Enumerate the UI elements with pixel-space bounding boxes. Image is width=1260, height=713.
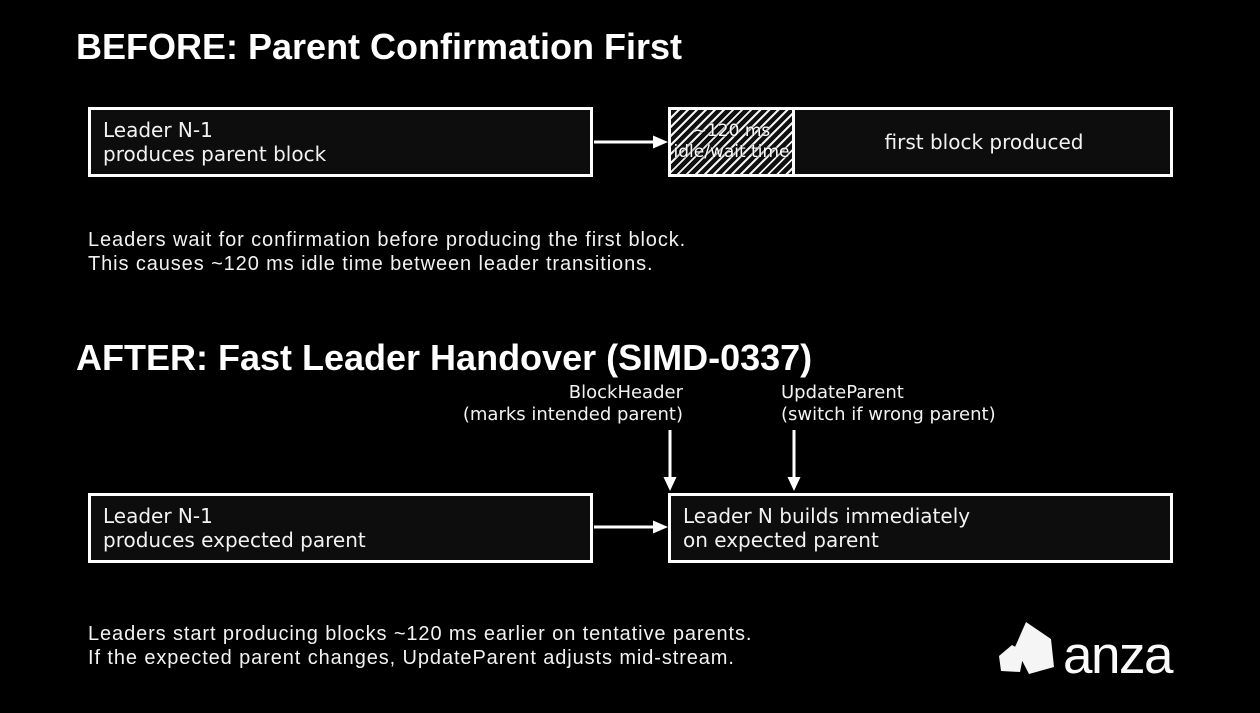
- blockheader-annotation-name: BlockHeader: [568, 382, 683, 403]
- before-caption-line1: Leaders wait for confirmation before pro…: [88, 229, 687, 251]
- before-flow-arrowhead-icon: [653, 135, 668, 149]
- after-leader-line1: Leader N-1: [103, 504, 213, 528]
- blockheader-annotation-desc: (marks intended parent): [462, 404, 683, 425]
- before-caption-line2: This causes ~120 ms idle time between le…: [88, 253, 654, 275]
- idle-time-line1: ~120 ms: [692, 121, 771, 141]
- anza-wordmark: anza: [1063, 626, 1173, 685]
- blockheader-annotation: BlockHeader (marks intended parent): [463, 382, 683, 426]
- before-title: BEFORE: Parent Confirmation First: [76, 26, 683, 67]
- anza-logo-icon: [999, 622, 1054, 674]
- before-caption: Leaders wait for confirmation before pro…: [88, 228, 686, 276]
- updateparent-annotation-name: UpdateParent: [781, 382, 904, 403]
- after-builder-line2: on expected parent: [683, 528, 879, 552]
- after-leader-box: Leader N-1 produces expected parent: [88, 493, 593, 563]
- updateparent-pointer-arrowhead-icon: [787, 477, 801, 491]
- before-leader-line2: produces parent block: [103, 142, 327, 166]
- first-block-produced-segment: first block produced: [798, 110, 1170, 174]
- idle-time-line2: idle/wait time: [673, 142, 790, 162]
- idle-wait-hatched-segment: ~120 ms idle/wait time: [671, 110, 795, 174]
- updateparent-annotation: UpdateParent (switch if wrong parent): [781, 382, 996, 426]
- before-leader-line1: Leader N-1: [103, 118, 213, 142]
- before-timeline-box: ~120 ms idle/wait time first block produ…: [668, 107, 1173, 177]
- after-title: AFTER: Fast Leader Handover (SIMD-0337): [76, 337, 813, 378]
- first-block-produced-label: first block produced: [884, 130, 1084, 154]
- blockheader-pointer-arrowhead-icon: [663, 477, 677, 491]
- after-caption: Leaders start producing blocks ~120 ms e…: [88, 622, 752, 670]
- after-caption-line2: If the expected parent changes, UpdatePa…: [88, 647, 735, 669]
- after-builder-line1: Leader N builds immediately: [683, 504, 971, 528]
- updateparent-annotation-desc: (switch if wrong parent): [781, 404, 996, 425]
- after-flow-arrowhead-icon: [653, 520, 668, 534]
- before-leader-box: Leader N-1 produces parent block: [88, 107, 593, 177]
- after-builder-box: Leader N builds immediately on expected …: [668, 493, 1173, 563]
- after-caption-line1: Leaders start producing blocks ~120 ms e…: [88, 623, 753, 645]
- after-leader-line2: produces expected parent: [103, 528, 366, 552]
